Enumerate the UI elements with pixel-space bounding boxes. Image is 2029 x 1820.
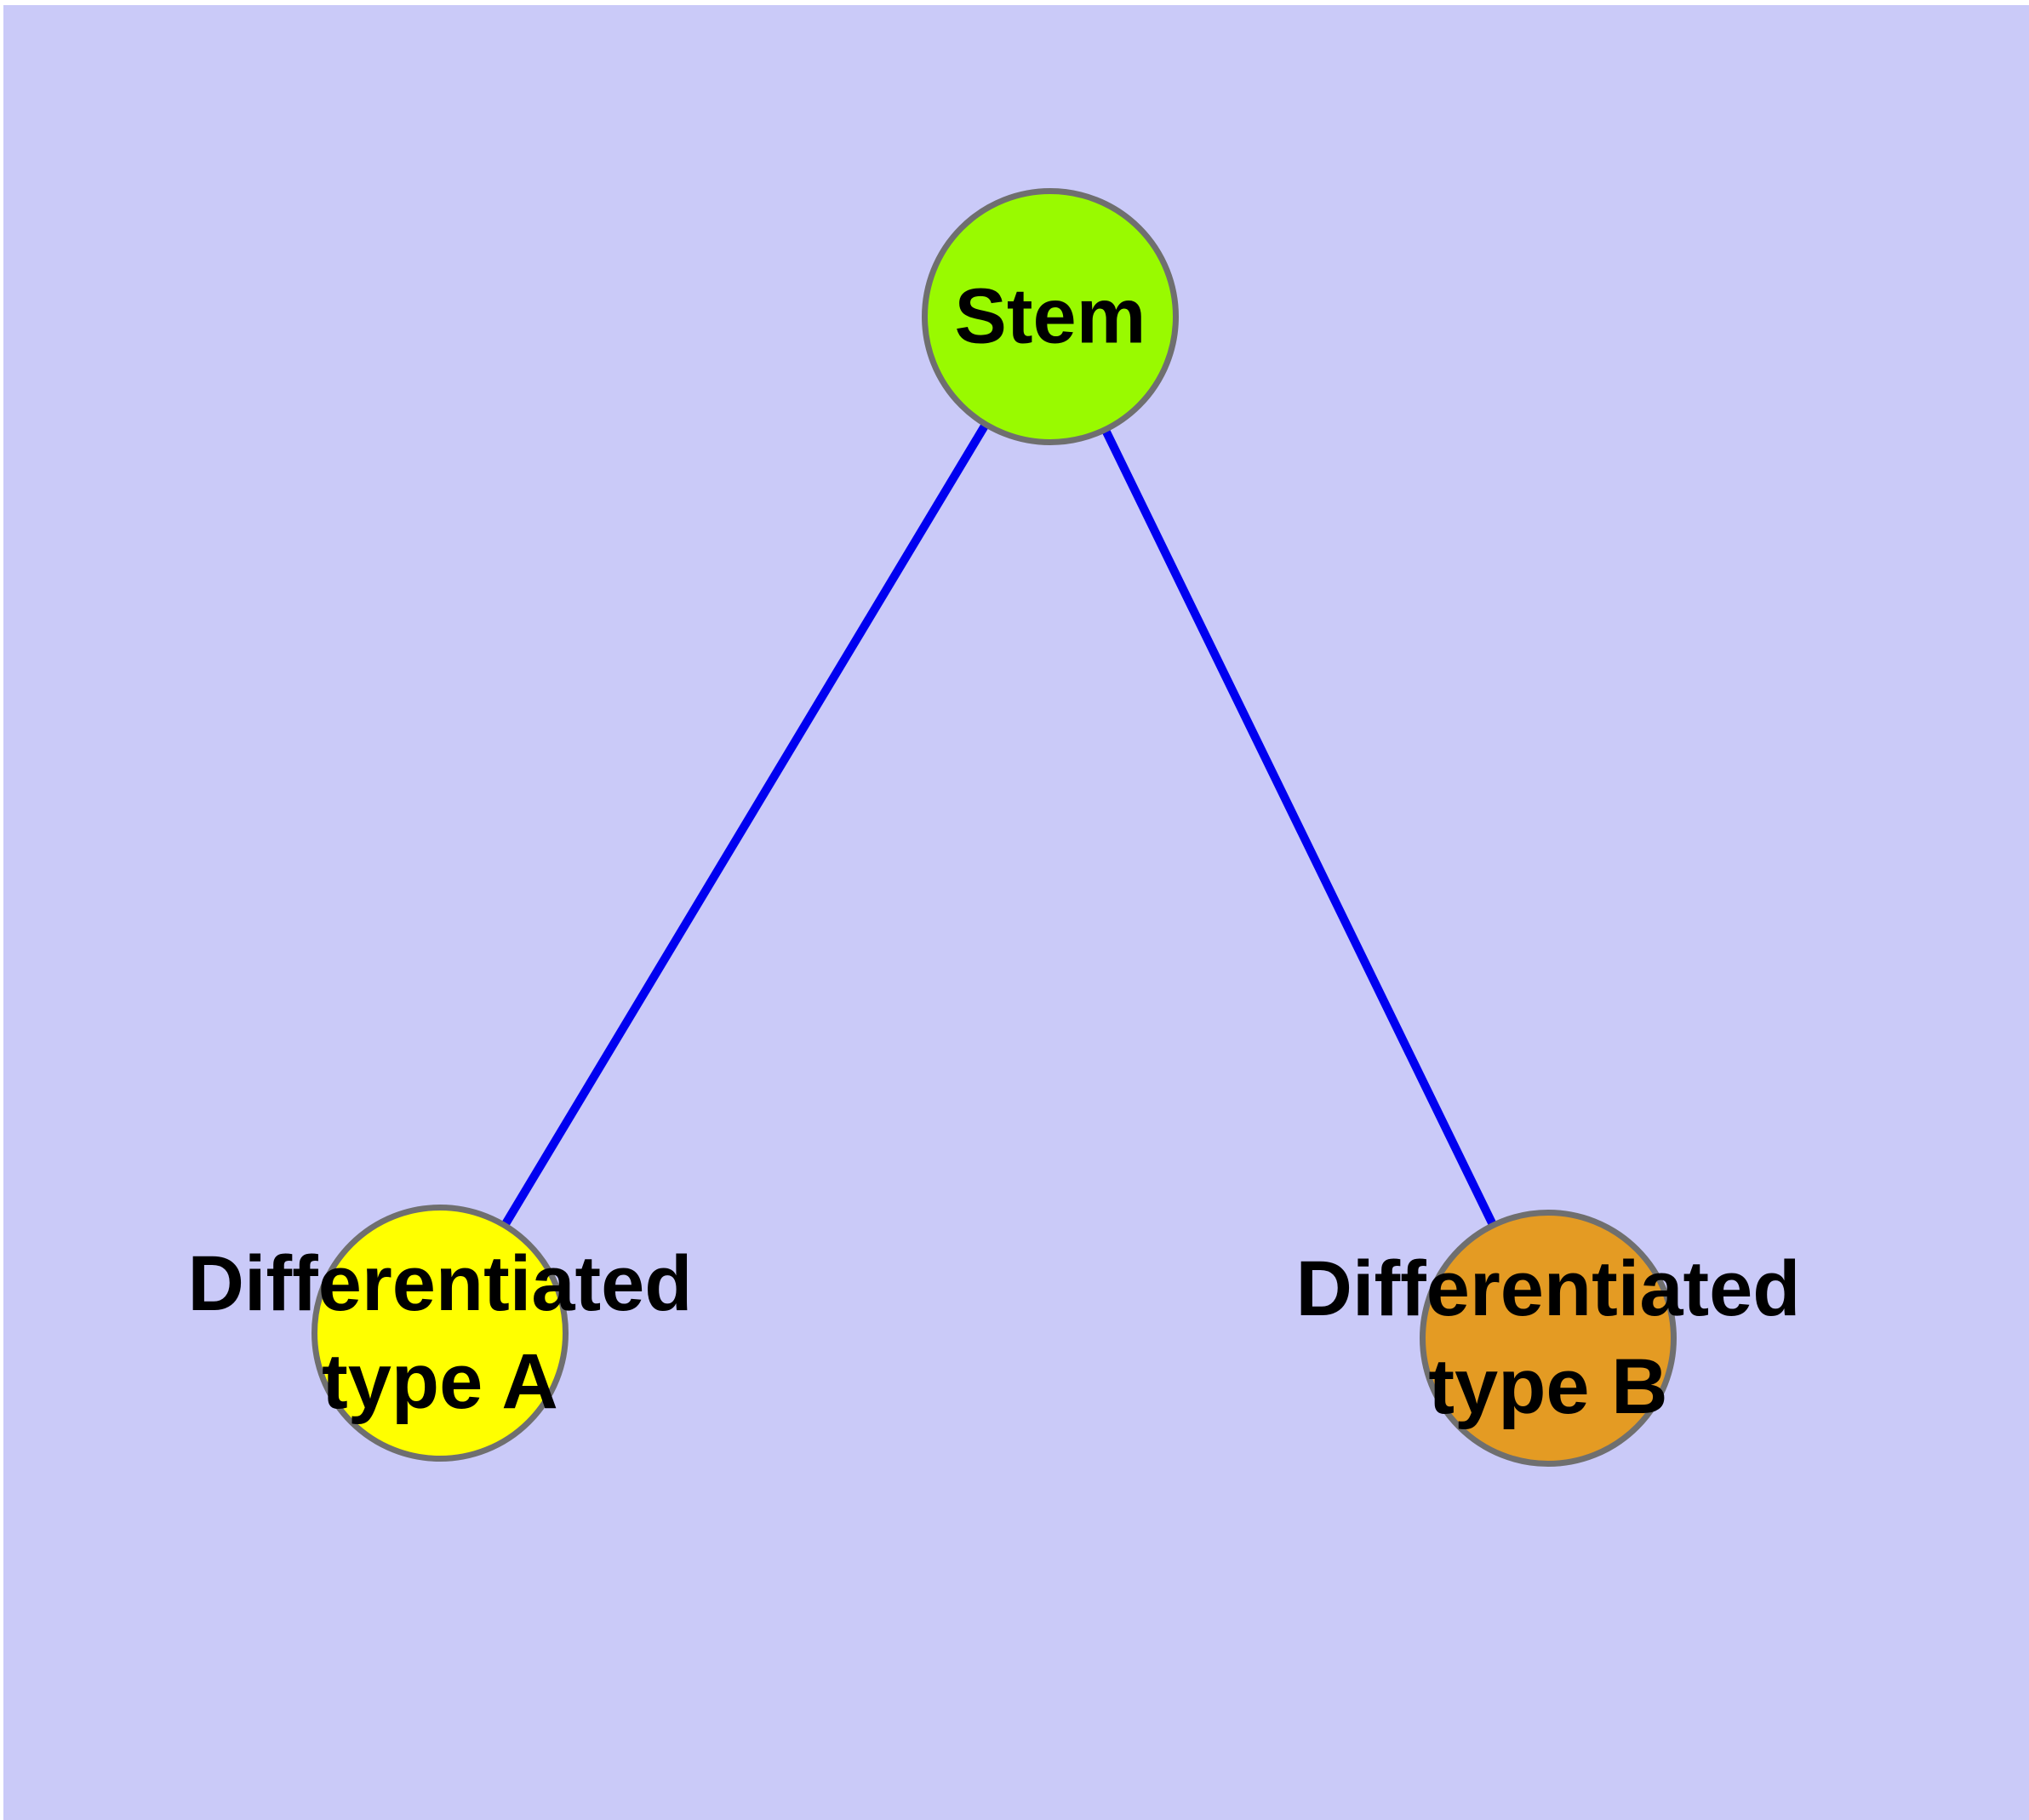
edge-stem-to-type-b	[1046, 314, 1552, 1341]
node-type-b-label-line1: Differentiated	[1295, 1245, 1801, 1332]
node-differentiated-type-a	[311, 1205, 569, 1462]
node-stem-label-text: Stem	[954, 272, 1146, 360]
edges-layer	[436, 314, 1552, 1341]
node-type-a-label: Differentiated type A	[188, 1235, 693, 1431]
diagram-canvas: Stem Differentiated type A Differentiate…	[3, 5, 2029, 1820]
node-type-a-label-line1: Differentiated	[187, 1240, 693, 1327]
node-type-b-label: Differentiated type B	[1296, 1240, 1801, 1436]
node-differentiated-type-b	[1420, 1210, 1677, 1467]
edge-stem-to-type-a	[436, 314, 1055, 1336]
node-stem	[922, 188, 1179, 445]
node-type-b-label-line2: type B	[1428, 1343, 1668, 1430]
node-stem-label: Stem	[955, 268, 1146, 366]
node-type-a-label-line2: type A	[322, 1338, 558, 1425]
